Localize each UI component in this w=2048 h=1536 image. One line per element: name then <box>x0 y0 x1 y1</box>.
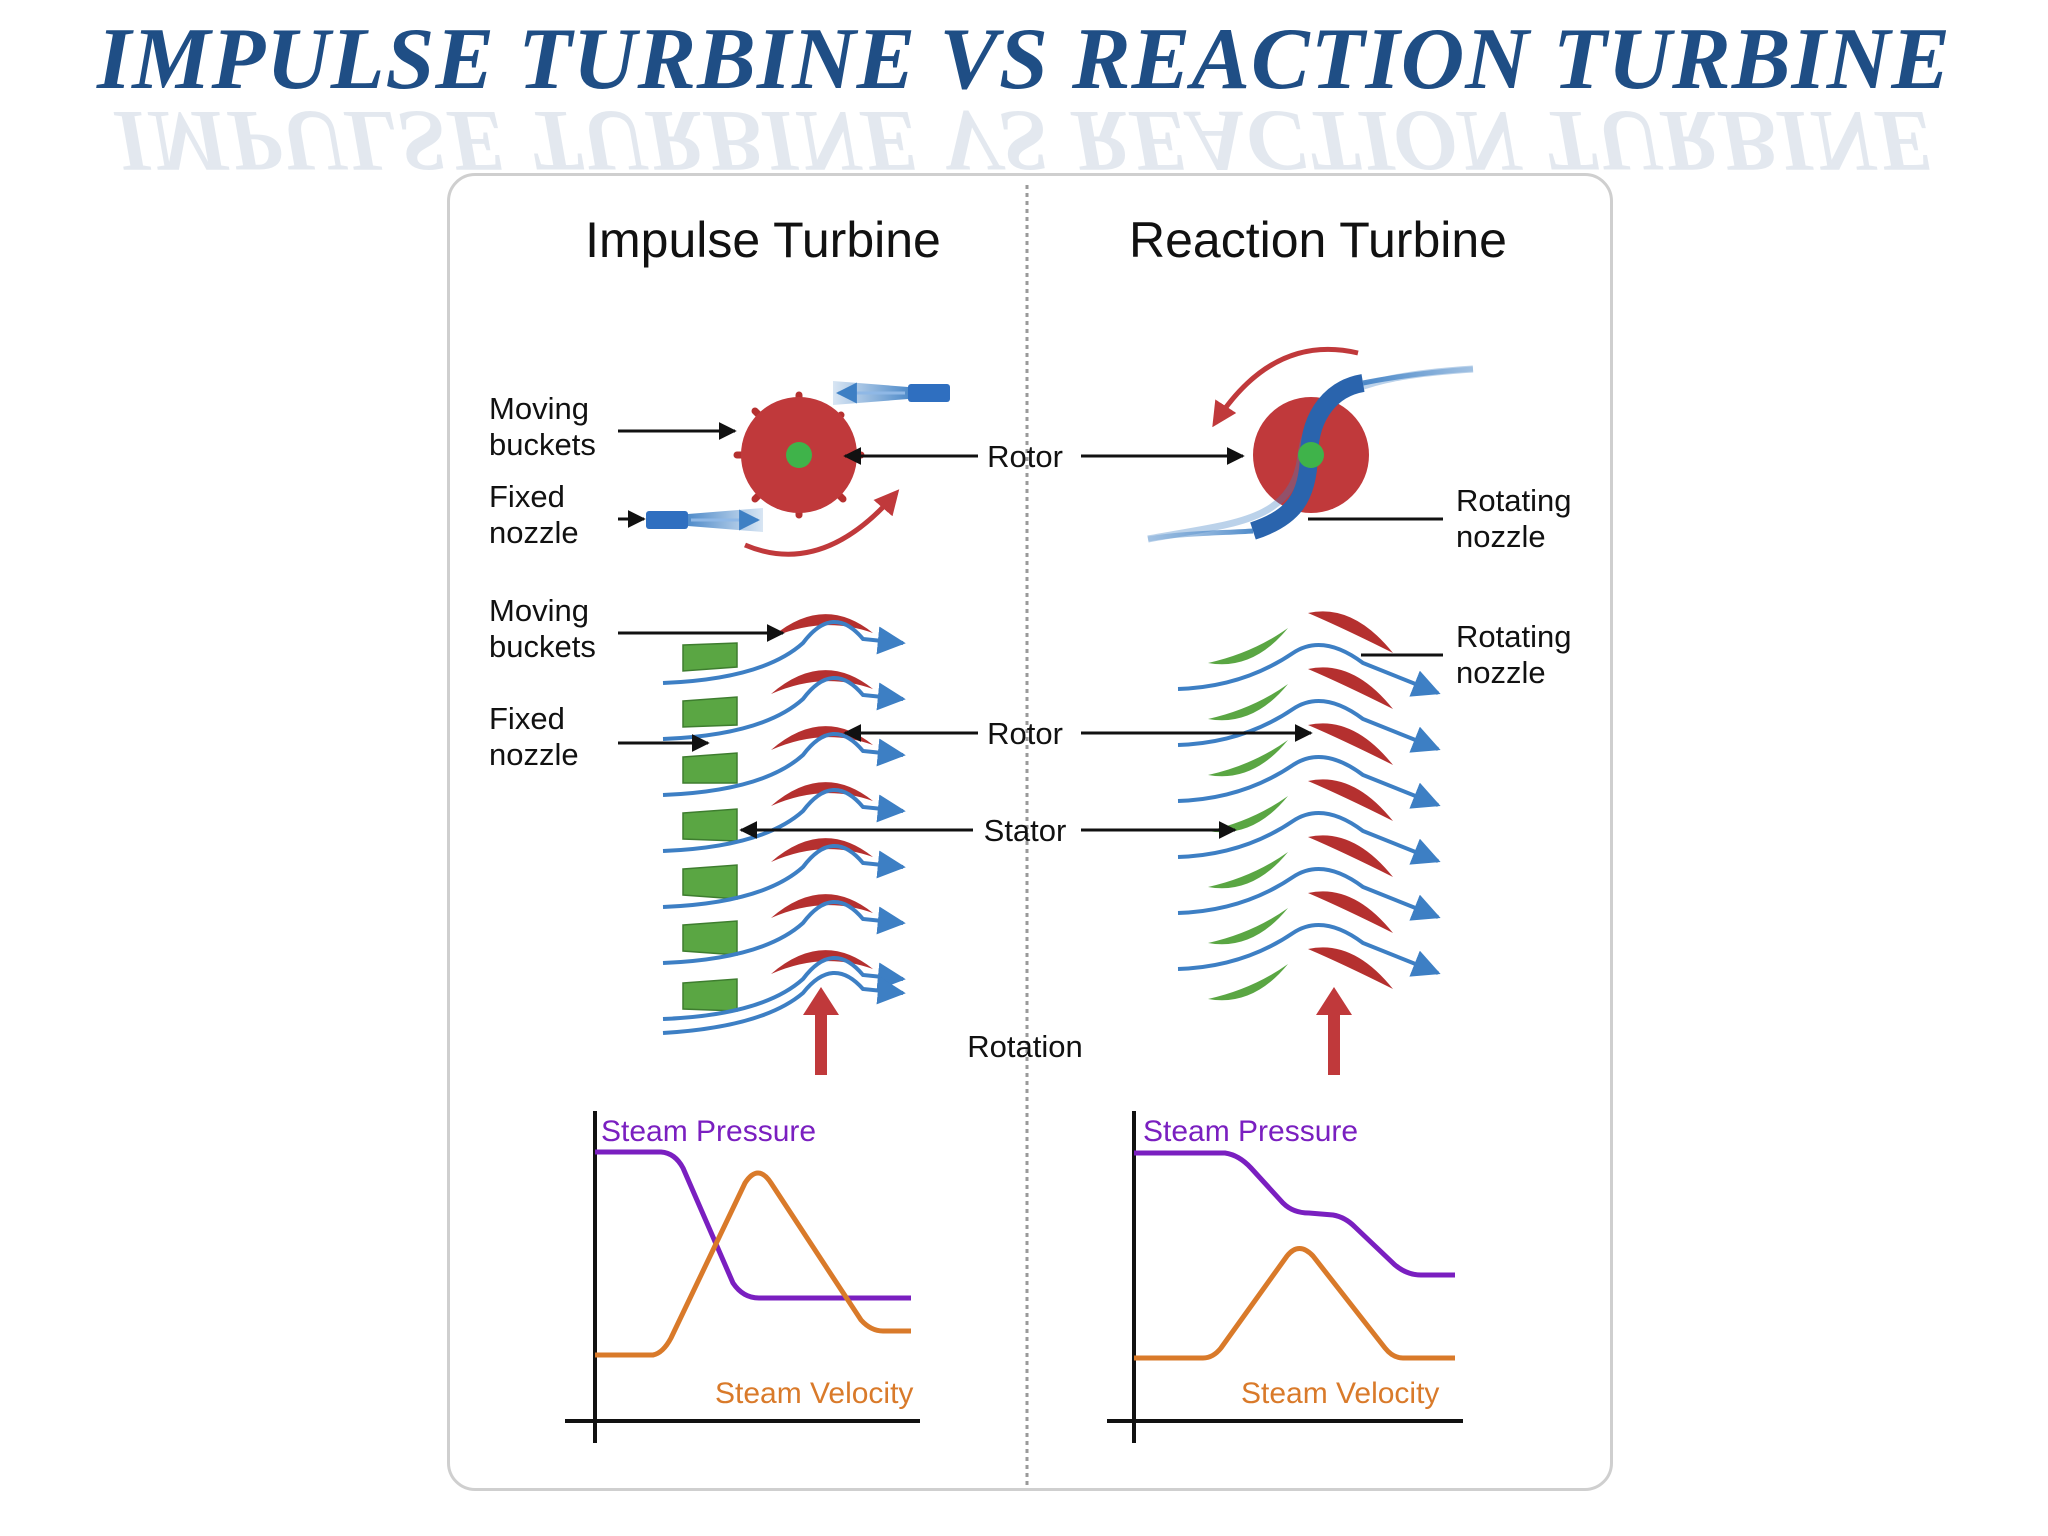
reaction-rotor-wheel <box>1147 365 1474 543</box>
reaction-steam-flow <box>1177 643 1441 977</box>
diagram-panel: Impulse Turbine Reaction Turbine Moving … <box>447 173 1613 1491</box>
label-rotation: Rotation <box>967 1029 1082 1064</box>
reaction-pressure-label: Steam Pressure <box>1143 1115 1358 1148</box>
reaction-heading: Reaction Turbine <box>1129 212 1507 268</box>
impulse-rotation-arrow <box>803 987 839 1075</box>
impulse-velocity-curve <box>595 1170 911 1358</box>
reaction-cascade-labels: Rotating nozzle <box>1456 619 1571 690</box>
label-rotating-nozzle-mid: Rotating <box>1456 619 1571 654</box>
turbine-diagram: Impulse Turbine Reaction Turbine Moving … <box>489 185 1571 1487</box>
label-fixed-nozzle-top: Fixed <box>489 479 565 514</box>
label-rotating-nozzle-top-2: nozzle <box>1456 519 1546 554</box>
impulse-top-labels: Moving buckets Fixed nozzle <box>489 391 596 550</box>
impulse-cascade-labels: Moving buckets Fixed nozzle <box>489 593 596 772</box>
reaction-graph: Steam Pressure Steam Velocity <box>1107 1111 1463 1443</box>
impulse-pressure-label: Steam Pressure <box>601 1115 816 1148</box>
reaction-velocity-label: Steam Velocity <box>1241 1377 1439 1410</box>
impulse-steam-flow <box>662 620 906 1035</box>
label-moving-buckets-mid-2: buckets <box>489 629 596 664</box>
reaction-top-labels: Rotating nozzle <box>1456 483 1571 554</box>
label-fixed-nozzle-mid-2: nozzle <box>489 737 579 772</box>
label-rotating-nozzle-top: Rotating <box>1456 483 1571 518</box>
impulse-velocity-label: Steam Velocity <box>715 1377 913 1410</box>
label-moving-buckets-top-2: buckets <box>489 427 596 462</box>
label-moving-buckets-top: Moving <box>489 391 589 426</box>
reaction-velocity-curve <box>1134 1246 1455 1361</box>
impulse-graph: Steam Pressure Steam Velocity <box>565 1111 920 1443</box>
page-title: IMPULSE TURBINE VS REACTION TURBINE <box>96 11 1952 108</box>
title-area: IMPULSE TURBINE VS REACTION TURBINE IMPU… <box>0 10 2048 170</box>
label-rotor-mid: Rotor <box>987 716 1063 751</box>
label-moving-buckets-mid: Moving <box>489 593 589 628</box>
label-fixed-nozzle-mid: Fixed <box>489 701 565 736</box>
label-stator: Stator <box>984 813 1067 848</box>
label-rotating-nozzle-mid-2: nozzle <box>1456 655 1546 690</box>
page-title-reflection: IMPULSE TURBINE VS REACTION TURBINE <box>114 110 1934 170</box>
impulse-rotor-wheel <box>733 391 865 519</box>
reaction-rotation-arc <box>1212 346 1359 428</box>
reaction-rotor-blades <box>1308 611 1393 989</box>
reaction-stator-blades <box>1208 628 1288 1001</box>
label-fixed-nozzle-top-2: nozzle <box>489 515 579 550</box>
label-rotor-top: Rotor <box>987 439 1063 474</box>
impulse-heading: Impulse Turbine <box>585 212 941 268</box>
impulse-rotation-arc <box>744 489 900 557</box>
reaction-pressure-curve <box>1134 1150 1455 1278</box>
impulse-nozzle-jets <box>646 381 950 532</box>
reaction-rotation-arrow <box>1316 987 1352 1075</box>
impulse-pressure-curve <box>595 1149 911 1301</box>
